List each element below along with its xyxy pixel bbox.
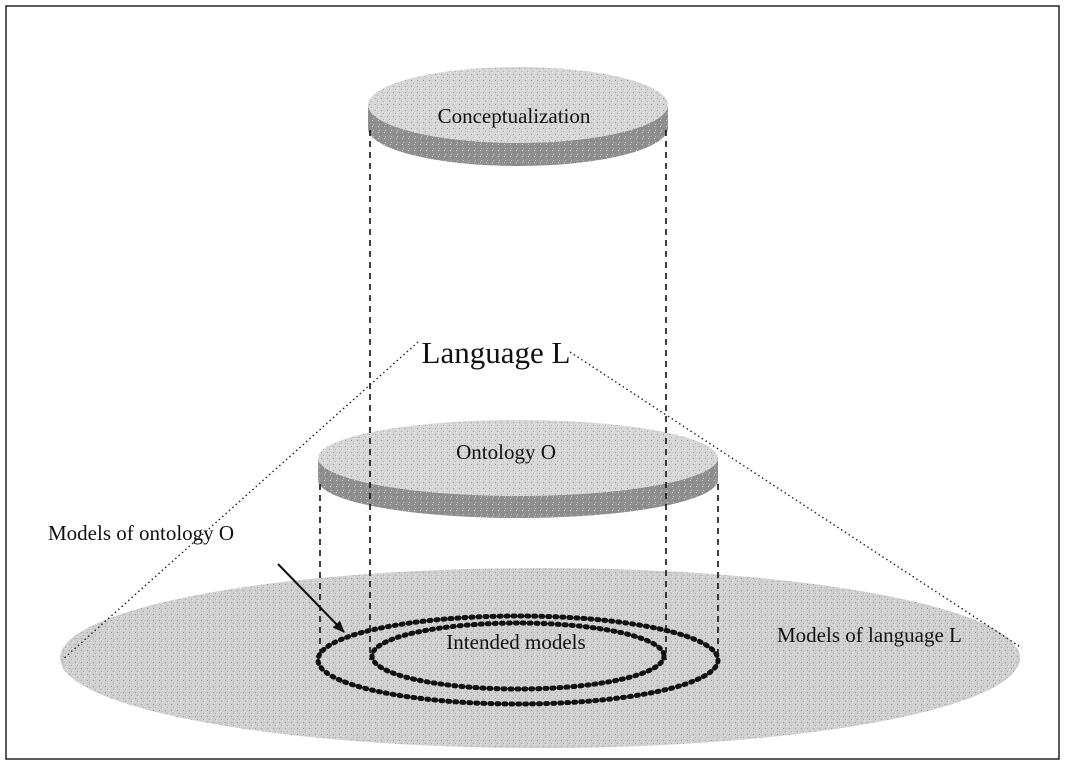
conceptualization-disk bbox=[368, 67, 668, 166]
models-of-ontology-label: Models of ontology O bbox=[48, 521, 234, 545]
cone-line-left bbox=[61, 341, 419, 661]
ontology-disk bbox=[318, 420, 718, 518]
conceptualization-label: Conceptualization bbox=[438, 104, 591, 128]
models-of-language-label: Models of language L bbox=[777, 623, 962, 647]
models-of-ontology-arrow bbox=[277, 563, 345, 633]
intended-models-label: Intended models bbox=[446, 630, 585, 654]
intended-models-ellipse bbox=[369, 620, 667, 692]
models-of-ontology-ellipse bbox=[315, 613, 721, 707]
figure-frame bbox=[5, 5, 1060, 760]
ontology-label: Ontology O bbox=[456, 440, 556, 464]
language-label: Language L bbox=[422, 335, 571, 370]
cone-line-right bbox=[569, 351, 1023, 649]
language-models-base bbox=[60, 568, 1020, 748]
